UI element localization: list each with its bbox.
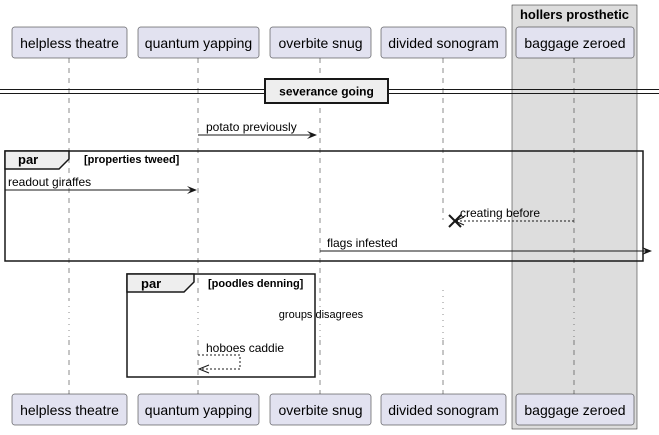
participant-helpless-theatre-bottom[interactable]: helpless theatre [11, 393, 128, 426]
participant-label: baggage zeroed [524, 35, 625, 51]
group-box-title: hollers prosthetic [520, 7, 629, 22]
message-label: flags infested [327, 236, 398, 250]
message-label: potato previously [206, 120, 297, 134]
message-flags-infested: flags infested [320, 236, 652, 255]
participant-baggage-zeroed-top[interactable]: baggage zeroed [515, 26, 635, 59]
participant-label: divided sonogram [388, 35, 499, 51]
section-divider: severance going [0, 78, 659, 104]
participant-label: helpless theatre [20, 35, 119, 51]
message-creating-before: creating before [448, 206, 574, 228]
participants-top: helpless theatre quantum yapping overbit… [11, 26, 635, 59]
participant-baggage-zeroed-bottom[interactable]: baggage zeroed [515, 393, 635, 426]
message-label: hoboes caddie [206, 341, 284, 355]
note-groups-disagrees: groups disagrees [279, 309, 364, 321]
participant-helpless-theatre-top[interactable]: helpless theatre [11, 26, 128, 59]
par-frame-poodles-denning: par [poodles denning] [126, 273, 316, 378]
participant-label: baggage zeroed [524, 402, 625, 418]
participant-label: overbite snug [278, 402, 362, 418]
message-readout-giraffes: readout giraffes [5, 175, 197, 194]
divider-label: severance going [279, 85, 374, 99]
frame-keyword: par [141, 276, 161, 291]
participant-label: helpless theatre [20, 402, 119, 418]
message-label: creating before [460, 206, 540, 220]
arrowhead-icon [197, 364, 210, 374]
participant-overbite-snug-top[interactable]: overbite snug [269, 26, 372, 59]
participant-label: divided sonogram [388, 402, 499, 418]
participant-divided-sonogram-bottom[interactable]: divided sonogram [380, 393, 507, 426]
destroy-icon [448, 214, 462, 228]
arrowhead-icon [642, 247, 652, 255]
participant-label: overbite snug [278, 35, 362, 51]
participant-label: quantum yapping [145, 402, 252, 418]
frame-condition: [poodles denning] [208, 278, 304, 290]
arrowhead-icon [307, 131, 317, 139]
frame-condition: [properties tweed] [84, 154, 180, 166]
participant-group-box: hollers prosthetic [511, 4, 638, 430]
participant-overbite-snug-bottom[interactable]: overbite snug [269, 393, 372, 426]
frame-keyword: par [18, 152, 38, 167]
arrowhead-icon [187, 186, 197, 194]
lifelines [68, 58, 575, 395]
par-frame-properties-tweed: par [properties tweed] [4, 150, 644, 262]
participant-quantum-yapping-top[interactable]: quantum yapping [137, 26, 260, 59]
message-label: readout giraffes [8, 175, 91, 189]
participant-divided-sonogram-top[interactable]: divided sonogram [380, 26, 507, 59]
participants-bottom: helpless theatre quantum yapping overbit… [11, 393, 635, 426]
message-potato-previously: potato previously [198, 120, 317, 139]
message-hoboes-caddie: hoboes caddie [197, 341, 284, 374]
note-text: groups disagrees [279, 309, 364, 321]
participant-label: quantum yapping [145, 35, 252, 51]
participant-quantum-yapping-bottom[interactable]: quantum yapping [137, 393, 260, 426]
